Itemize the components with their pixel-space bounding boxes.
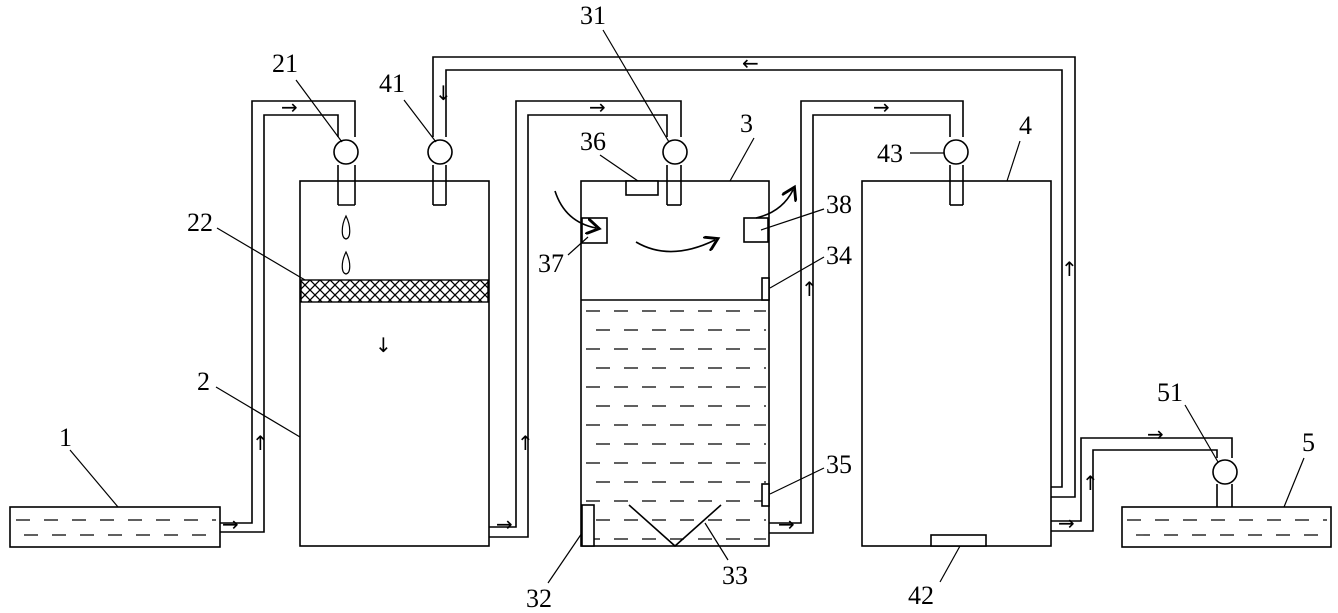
label-35: 35: [826, 450, 852, 479]
arrow-down: ↓: [375, 333, 392, 357]
label-22: 22: [187, 208, 213, 237]
valves: [333, 139, 1238, 485]
arrow-down: ↓: [435, 81, 452, 105]
label-32: 32: [526, 584, 552, 613]
tank-3: [554, 180, 793, 548]
leader-lines: [69, 29, 1305, 584]
label-42: 42: [908, 581, 934, 610]
valve-21: [333, 139, 359, 165]
valve-31: [662, 139, 688, 165]
label-51: 51: [1157, 378, 1183, 407]
label-36: 36: [580, 127, 606, 156]
arrow-right: →: [496, 512, 513, 536]
label-4: 4: [1019, 111, 1032, 140]
label-2: 2: [197, 367, 210, 396]
label-21: 21: [272, 49, 298, 78]
arrow-up: ↑: [1082, 471, 1099, 495]
arrow-right: →: [589, 95, 606, 119]
arrow-right: →: [778, 512, 795, 536]
valve-43: [943, 139, 969, 165]
tank-5: [1121, 506, 1332, 548]
filter-layer-22: [300, 279, 489, 303]
arrow-right: →: [281, 95, 298, 119]
tank-4: [861, 180, 1052, 547]
drop-icon: [341, 214, 351, 240]
label-37: 37: [538, 249, 564, 278]
label-43: 43: [877, 139, 903, 168]
water-lines: [586, 310, 766, 540]
arrow-up: ↑: [252, 431, 269, 455]
label-3: 3: [740, 109, 753, 138]
label-34: 34: [826, 241, 852, 270]
arrow-up: ↑: [517, 431, 534, 455]
label-1: 1: [59, 423, 72, 452]
valve-51: [1212, 459, 1238, 485]
label-41: 41: [379, 69, 405, 98]
pipes: [220, 56, 1233, 538]
label-5: 5: [1302, 428, 1315, 457]
label-33: 33: [722, 561, 748, 590]
tank-1: [9, 506, 221, 548]
arrow-right: →: [873, 95, 890, 119]
arrow-left: ←: [742, 51, 759, 75]
arrow-right: →: [1058, 511, 1075, 535]
arrow-up: ↑: [1061, 257, 1078, 281]
valve-41: [427, 139, 453, 165]
arrow-right: →: [222, 512, 239, 536]
reference-labels: 1 2 21 22 41 31 3 36 37 38 34 35 32 33 4…: [59, 1, 1315, 613]
label-38: 38: [826, 190, 852, 219]
arrow-right: →: [1147, 422, 1164, 446]
tank-2: [299, 180, 490, 547]
label-31: 31: [580, 1, 606, 30]
arrow-up: ↑: [801, 277, 818, 301]
drop-icon: [341, 250, 351, 275]
flow-arrows: → ↑ → ↓ ↓ ← → ↑ → → ↑ → ↑ ↑ → →: [222, 51, 1164, 536]
